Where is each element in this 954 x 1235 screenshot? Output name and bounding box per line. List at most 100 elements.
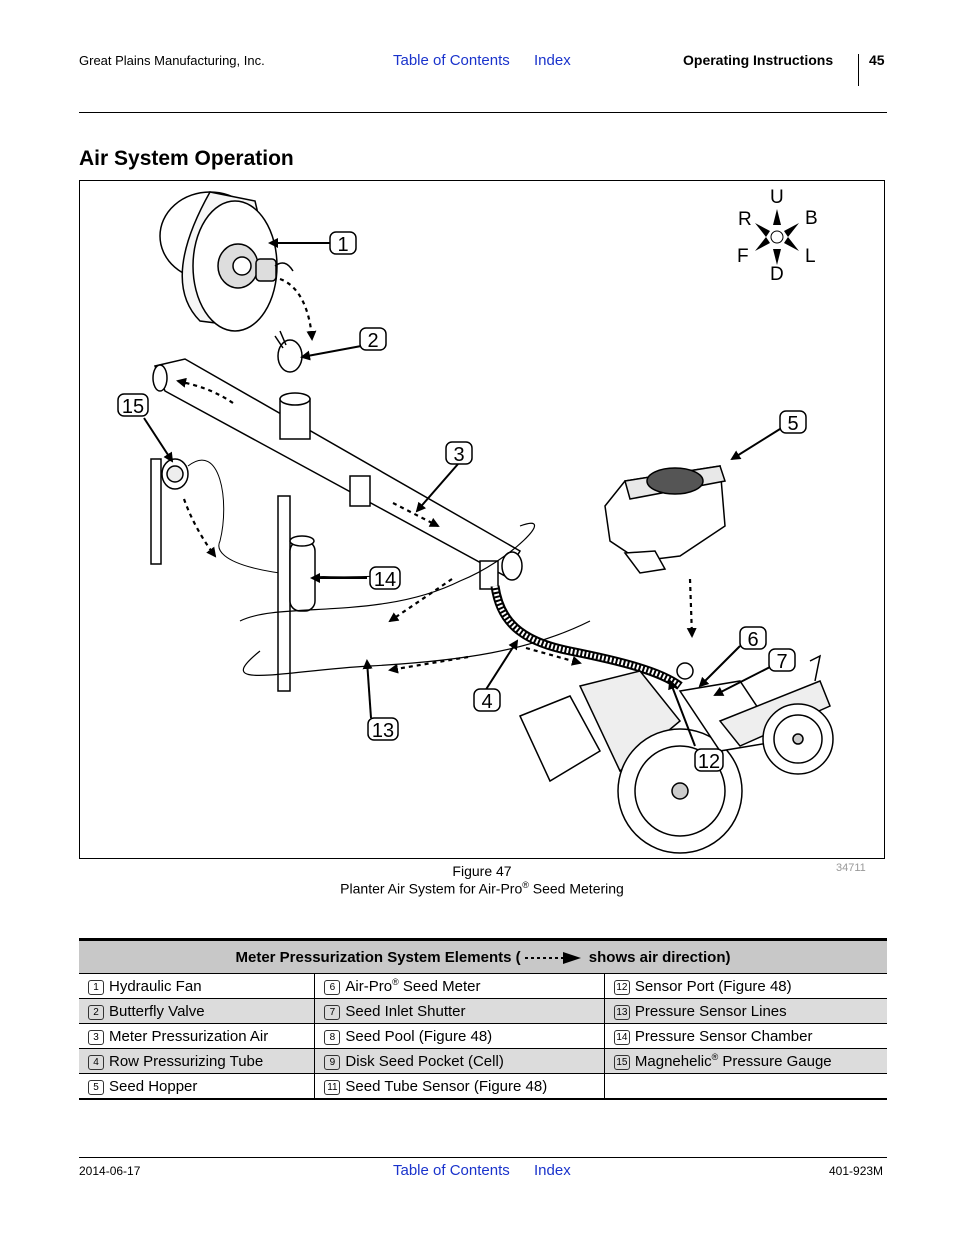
item-label: Air-Pro: [345, 978, 393, 995]
table-cell: [604, 1073, 887, 1100]
callout-13: 13: [367, 717, 399, 742]
svg-text:1: 1: [337, 234, 348, 256]
table-cell: 4 Row Pressurizing Tube: [79, 1048, 316, 1074]
callout-1: 1: [329, 231, 357, 256]
item-label: Pressure Sensor Lines: [634, 1002, 787, 1020]
pressure-sensor-line: [242, 620, 591, 676]
header-divider: [858, 54, 859, 86]
item-label: Butterfly Valve: [109, 1002, 205, 1020]
table-header: Meter Pressurization System Elements ( s…: [79, 938, 887, 974]
svg-text:4: 4: [481, 691, 492, 713]
item-number-badge: 15: [613, 1055, 630, 1070]
section-name: Operating Instructions: [683, 52, 834, 68]
svg-text:14: 14: [374, 569, 396, 591]
registered-mark: ®: [392, 977, 399, 987]
table-cell: 3 Meter Pressurization Air: [79, 1023, 316, 1049]
compass-rear-label: R: [738, 209, 752, 230]
svg-text:13: 13: [372, 720, 394, 742]
magnehelic-gauge-drawing: [150, 458, 381, 578]
item-number-badge: 2: [88, 1004, 104, 1020]
air-direction-arrow-icon: [524, 951, 581, 964]
pressure-sensor-line: [239, 522, 536, 622]
row-unit-drawing: [518, 654, 834, 854]
item-label: Seed Inlet Shutter: [345, 1002, 466, 1020]
index-link[interactable]: Index: [534, 52, 571, 69]
compass-left-label: L: [805, 246, 816, 267]
svg-text:12: 12: [698, 751, 720, 773]
callout-7: 7: [768, 648, 796, 673]
page-number: 45: [869, 52, 885, 68]
item-number-badge: 11: [324, 1079, 341, 1095]
item-number-badge: 14: [613, 1029, 630, 1045]
item-number-badge: 1: [88, 979, 104, 995]
table-cell: 2 Butterfly Valve: [79, 998, 316, 1024]
compass-back-label: B: [805, 208, 818, 229]
table-cell: 6 Air-Pro® Seed Meter: [314, 973, 605, 999]
hydraulic-fan-drawing: [159, 191, 294, 332]
item-number-badge: 9: [324, 1054, 341, 1070]
footer-index-link[interactable]: Index: [534, 1162, 571, 1179]
item-number-badge: 5: [88, 1079, 104, 1095]
item-number-badge: 13: [613, 1004, 630, 1020]
item-number-badge: 6: [324, 980, 341, 995]
callout-6: 6: [739, 626, 767, 651]
air-system-diagram: U D R B F L: [117, 187, 834, 854]
figure-frame: U D R B F L: [79, 180, 885, 859]
svg-text:2: 2: [367, 330, 378, 352]
callout-5: 5: [779, 410, 807, 435]
item-label: Sensor Port (Figure 48): [634, 977, 792, 995]
table-of-contents-link[interactable]: Table of Contents: [393, 52, 510, 69]
svg-text:5: 5: [787, 413, 798, 435]
item-label: Pressure Sensor Chamber: [634, 1027, 813, 1045]
item-number-badge: 4: [88, 1054, 104, 1070]
row-pressurizing-tube: [490, 585, 683, 690]
elements-table: Meter Pressurization System Elements ( s…: [79, 938, 887, 1100]
page-title: Air System Operation: [79, 147, 294, 170]
header-rule: [79, 112, 887, 113]
item-label: Seed Tube Sensor (Figure 48): [345, 1077, 548, 1095]
compass-down-label: D: [770, 264, 784, 285]
callout-2: 2: [359, 327, 387, 352]
item-label: Row Pressurizing Tube: [109, 1052, 264, 1070]
figure-number: Figure 47: [452, 863, 512, 879]
item-label: Meter Pressurization Air: [109, 1027, 269, 1045]
compass-front-label: F: [737, 246, 749, 267]
item-label: Magnehelic: [634, 1053, 712, 1070]
svg-text:7: 7: [776, 651, 787, 673]
callout-leaders: [143, 238, 781, 747]
footer-table-of-contents-link[interactable]: Table of Contents: [393, 1162, 510, 1179]
company-name: Great Plains Manufacturing, Inc.: [79, 53, 265, 68]
item-number-badge: 3: [88, 1029, 104, 1045]
compass-up-label: U: [770, 187, 784, 208]
seed-hopper-drawing: [604, 465, 726, 574]
item-number-badge: 7: [324, 1004, 341, 1020]
item-number-badge: 12: [613, 979, 630, 995]
item-label-suffix: Seed Meter: [398, 978, 481, 995]
svg-text:6: 6: [747, 629, 758, 651]
callout-15: 15: [117, 393, 149, 418]
callout-4: 4: [473, 688, 501, 713]
pressure-sensor-chamber-drawing: [277, 495, 316, 692]
registered-mark: ®: [711, 1052, 719, 1062]
callout-3: 3: [445, 441, 473, 466]
item-label-suffix: Pressure Gauge: [718, 1053, 832, 1070]
footer-rule: [79, 1157, 887, 1158]
figure-id: 34711: [836, 862, 866, 874]
callout-12: 12: [694, 748, 724, 773]
figure-caption: Planter Air System for Air-Pro® Seed Met…: [340, 880, 624, 897]
item-label: Seed Pool (Figure 48): [345, 1027, 493, 1045]
butterfly-valve-drawing: [274, 330, 303, 373]
